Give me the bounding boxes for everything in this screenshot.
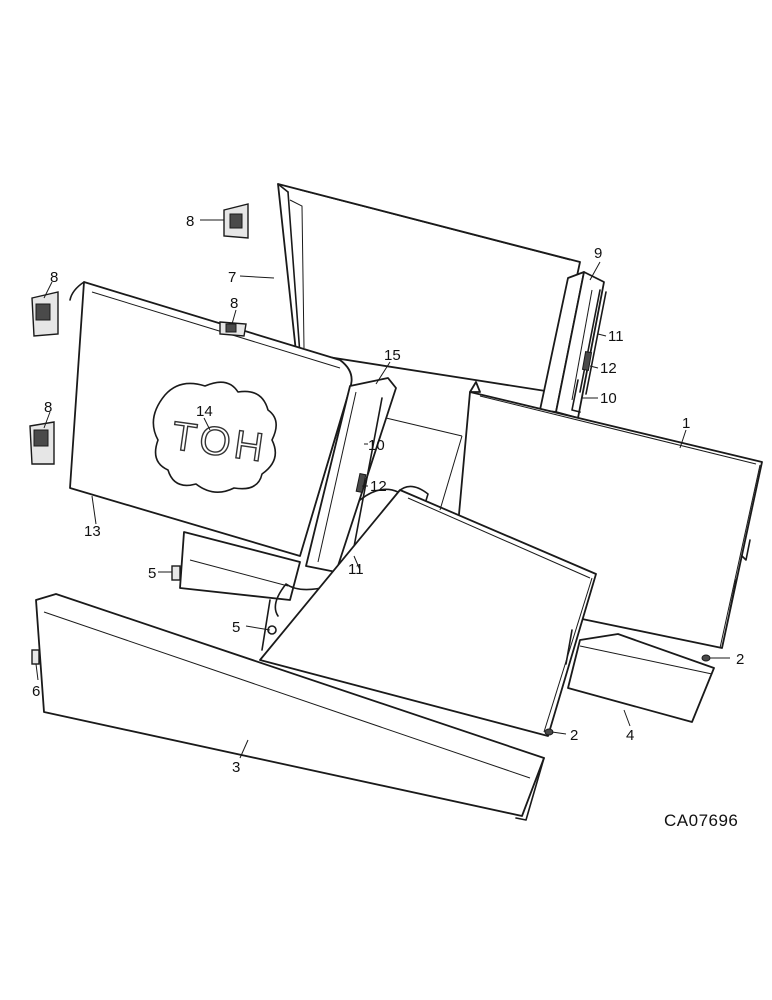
callout-15: 15 bbox=[384, 347, 401, 364]
callout-6: 3 bbox=[232, 759, 240, 776]
right-channel bbox=[571, 289, 607, 413]
callout-2-right: 2 bbox=[736, 651, 744, 668]
callout-8-top: 8 bbox=[186, 213, 194, 230]
callout-9: 9 bbox=[594, 245, 602, 262]
latch-top bbox=[223, 203, 249, 239]
callout-13: 13 bbox=[84, 523, 101, 540]
latch-upper-left bbox=[31, 291, 59, 337]
callout-4: 4 bbox=[626, 727, 634, 744]
callout-7: 7 bbox=[228, 269, 236, 286]
callout-14: 14 bbox=[196, 403, 213, 420]
callout-5-lower: 6 bbox=[32, 683, 40, 700]
callout-10-left: 10 bbox=[368, 437, 385, 454]
latch-mid bbox=[219, 321, 247, 337]
small-hardware bbox=[31, 565, 711, 736]
callout-5-upper: 5 bbox=[148, 565, 156, 582]
callout-10-right: 10 bbox=[600, 390, 617, 407]
callout-11-left: 11 bbox=[348, 561, 364, 578]
latch-lower-left bbox=[29, 421, 55, 465]
lower-right-skirt bbox=[567, 633, 715, 723]
callout-8-upper-left: 8 bbox=[50, 269, 58, 286]
callout-8-lower-left: 8 bbox=[44, 399, 52, 416]
callout-2-lower: 2 bbox=[570, 727, 578, 744]
bottom-rail bbox=[35, 593, 545, 821]
callout-8-mid: 8 bbox=[230, 295, 238, 312]
corner-post bbox=[305, 377, 397, 577]
callout-12-left: 12 bbox=[370, 478, 387, 495]
lower-front-door bbox=[259, 489, 597, 737]
lower-left-step bbox=[179, 531, 301, 601]
leader-lines bbox=[35, 219, 730, 759]
callout-labels: 8 8 8 8 7 9 11 12 10 1 15 14 10 12 11 13… bbox=[32, 213, 744, 830]
front-door: TOH bbox=[69, 281, 353, 557]
callout-11-right: 11 bbox=[608, 328, 624, 345]
callout-3: 5 bbox=[232, 619, 240, 636]
drawing-code: CA07696 bbox=[664, 811, 738, 830]
callout-1: 1 bbox=[682, 415, 690, 432]
callout-12-right: 12 bbox=[600, 360, 617, 377]
